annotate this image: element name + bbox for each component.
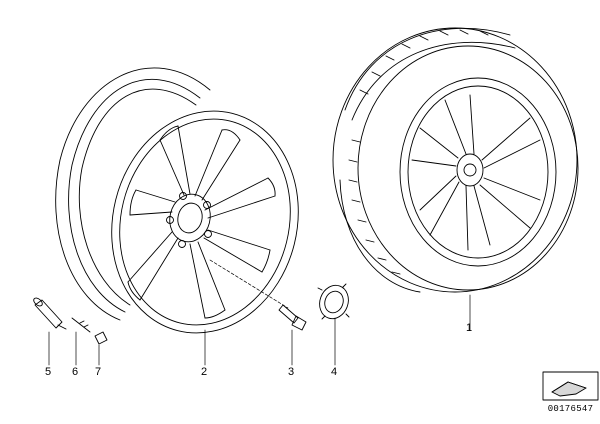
hub-cap-drawing: [317, 283, 350, 320]
leader-lines: [48, 259, 471, 366]
callout-2: 2: [201, 366, 207, 378]
arrow-reference-icon: [542, 371, 599, 401]
complete-wheel-drawing: [332, 27, 579, 293]
callout-1: 1: [466, 322, 472, 334]
document-number: 00176547: [547, 404, 594, 414]
rim-drawing: [55, 67, 299, 334]
callout-7: 7: [95, 366, 101, 378]
wheel-bolt-drawing: [278, 304, 307, 331]
callout-4: 4: [331, 366, 337, 378]
callout-6: 6: [72, 366, 78, 378]
callout-3: 3: [288, 366, 294, 378]
callout-5: 5: [45, 366, 51, 378]
valve-parts-drawing: [33, 297, 108, 345]
